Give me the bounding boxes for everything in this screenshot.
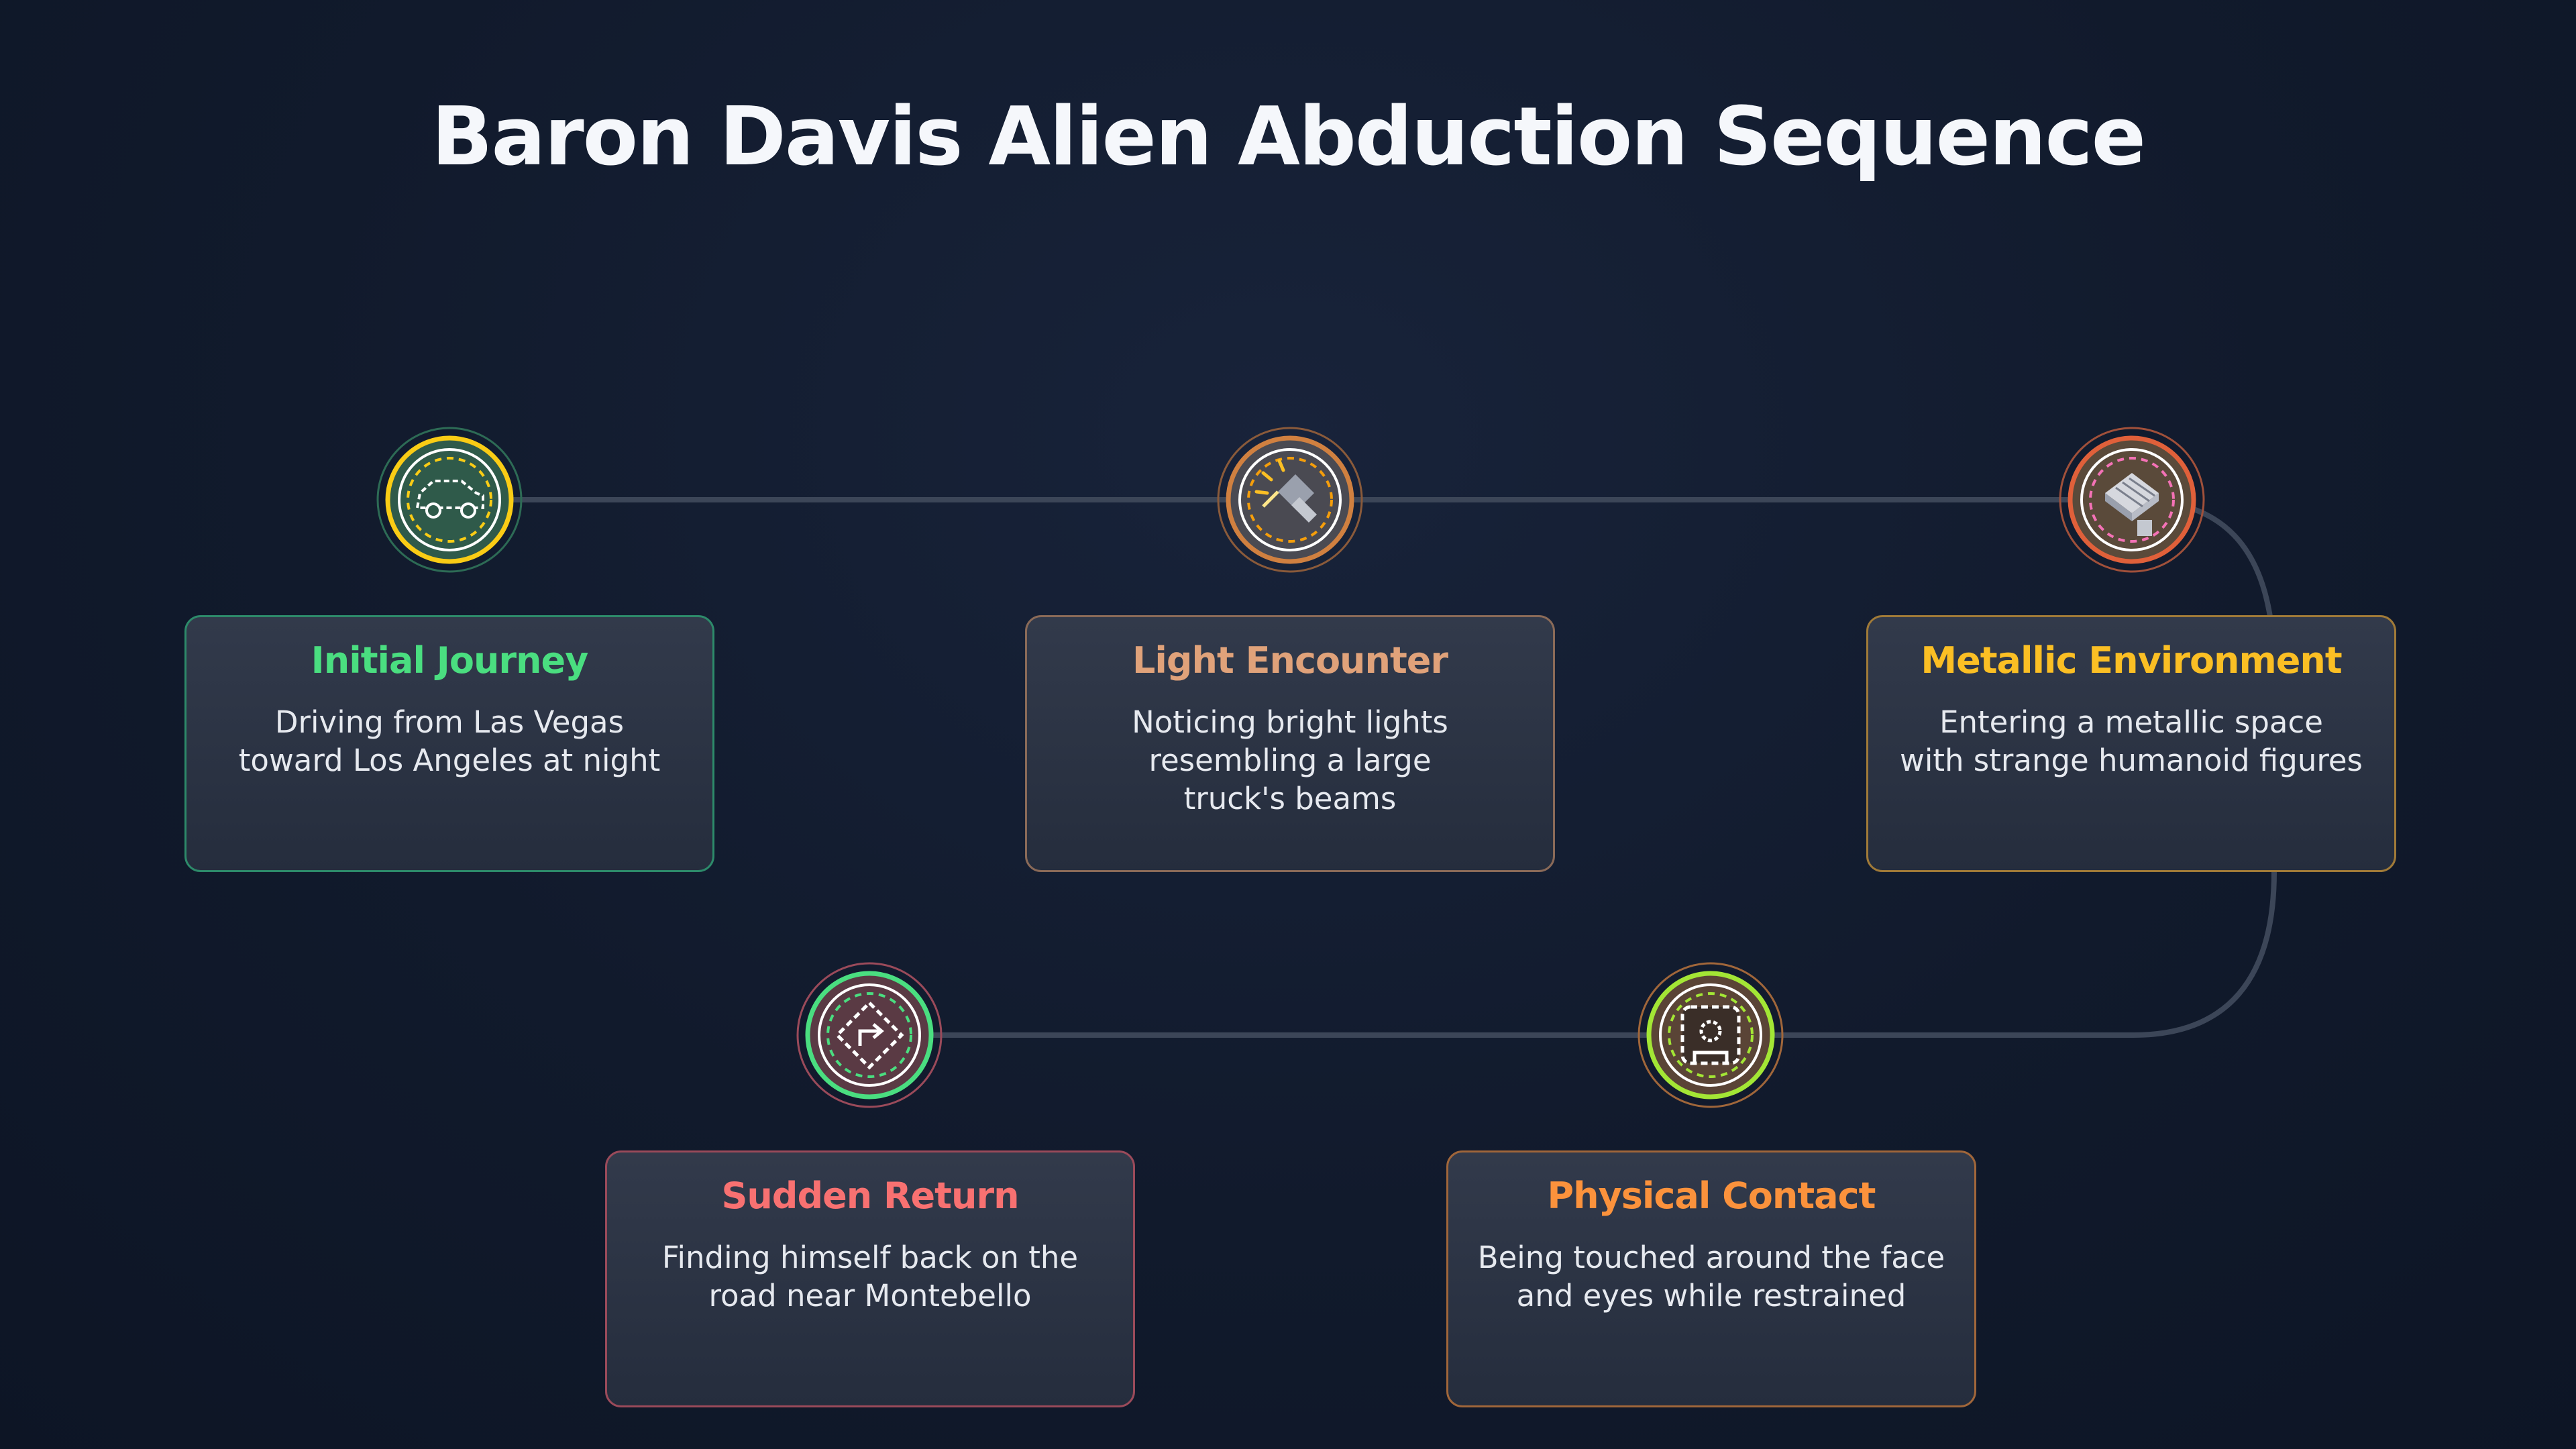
node-physical-contact (1637, 961, 1784, 1109)
card-light-encounter: Light Encounter Noticing bright lights r… (1025, 615, 1555, 872)
turn-sign-icon (796, 962, 943, 1108)
node-metallic-environment (2058, 426, 2206, 574)
card-title: Sudden Return (721, 1175, 1019, 1217)
car-icon (376, 427, 523, 573)
card-description: Being touched around the face and eyes w… (1477, 1240, 1945, 1313)
card-description: Entering a metallic space with strange h… (1900, 704, 2363, 778)
card-sudden-return: Sudden Return Finding himself back on th… (605, 1150, 1135, 1407)
node-sudden-return (796, 961, 943, 1109)
card-title: Initial Journey (311, 639, 589, 682)
card-description: Driving from Las Vegas toward Los Angele… (238, 704, 661, 778)
card-metallic-environment: Metallic Environment Entering a metallic… (1866, 615, 2396, 872)
card-title: Light Encounter (1132, 639, 1448, 682)
face-scan-icon (1638, 962, 1784, 1108)
card-title: Metallic Environment (1921, 639, 2342, 682)
card-description: Noticing bright lights resembling a larg… (1132, 704, 1448, 816)
card-physical-contact: Physical Contact Being touched around th… (1446, 1150, 1976, 1407)
node-light-encounter (1216, 426, 1364, 574)
card-initial-journey: Initial Journey Driving from Las Vegas t… (184, 615, 714, 872)
flashlight-icon (1217, 427, 1363, 573)
card-description: Finding himself back on the road near Mo… (661, 1240, 1079, 1313)
page-title: Baron Davis Alien Abduction Sequence (431, 91, 2146, 184)
metal-beams-icon (2059, 427, 2205, 573)
card-title: Physical Contact (1547, 1175, 1876, 1217)
node-initial-journey (376, 426, 523, 574)
